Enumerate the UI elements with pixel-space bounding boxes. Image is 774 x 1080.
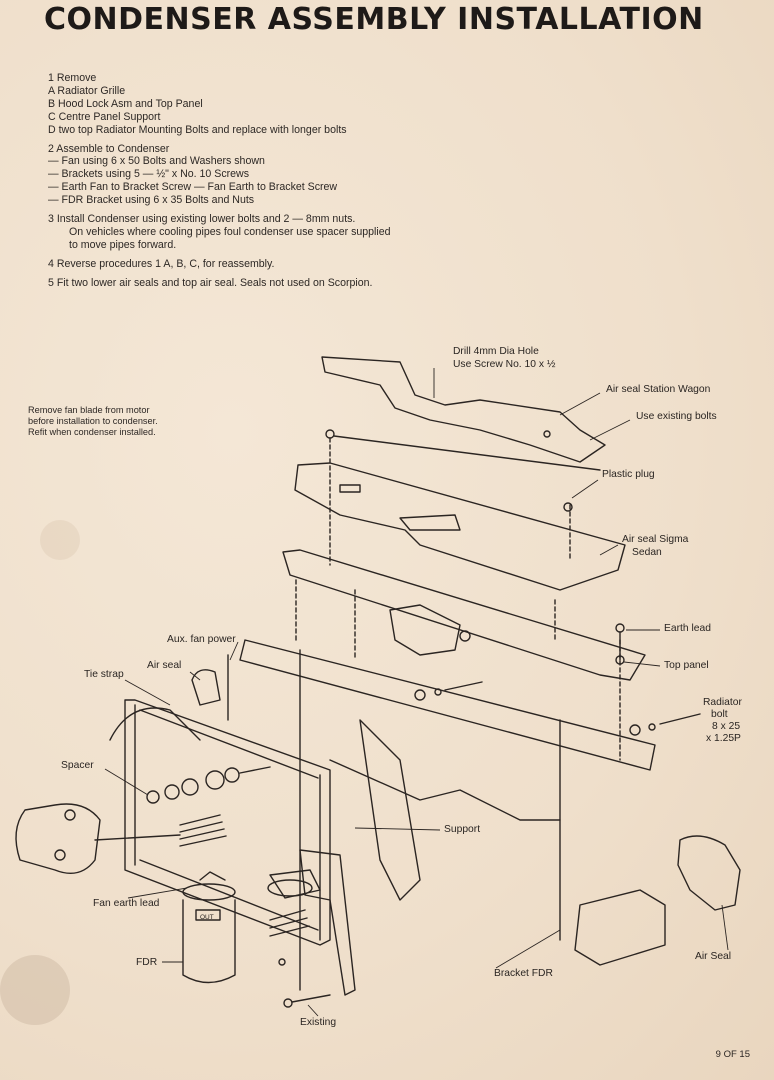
page-number: 9 OF 15: [715, 1049, 750, 1060]
bolt-hole: [543, 430, 551, 438]
instruction-line: — Brackets using 5 — ½" x No. 10 Screws: [48, 168, 249, 181]
fdr-cylinder: [182, 899, 236, 984]
instruction-line: — Earth Fan to Bracket Screw — Fan Earth…: [48, 181, 338, 194]
instruction-line: A Radiator Grille: [48, 84, 126, 97]
instruction-line: 4 Reverse procedures 1 A, B, C, for reas…: [48, 257, 275, 270]
instruction-line: B Hood Lock Asm and Top Panel: [48, 97, 203, 110]
label-aux-fan: Aux. fan power: [167, 634, 236, 645]
instruction-line: — FDR Bracket using 6 x 35 Bolts and Nut…: [48, 194, 255, 207]
hood-lock: [389, 604, 461, 656]
label-existing: Existing: [300, 1017, 337, 1028]
label-spacer: Spacer: [61, 760, 94, 771]
label-bolt: bolt: [711, 709, 728, 720]
air-seal-wagon-part: [321, 356, 606, 463]
instruction-line: On vehicles where cooling pipes foul con…: [69, 225, 391, 238]
label-tie-strap: Tie strap: [84, 669, 124, 680]
label-fan-earth-lead: Fan earth lead: [93, 898, 160, 909]
air-seal-sigma-part: [294, 462, 626, 591]
top-panel-part: [282, 549, 646, 681]
instruction-line: 2 Assemble to Condenser: [48, 142, 170, 155]
instruction-line: 3 Install Condenser using existing lower…: [48, 213, 356, 226]
label-top-panel: Top panel: [664, 660, 709, 671]
label-air-seal-sigma: Air seal Sigma: [622, 534, 689, 545]
label-drill: Drill 4mm Dia Hole: [453, 346, 539, 357]
label-radiator: Radiator: [703, 697, 742, 708]
paper-stain: [0, 955, 70, 1025]
instruction-line: — Fan using 6 x 50 Bolts and Washers sho…: [48, 155, 265, 168]
label-bolt-size1: 8 x 25: [712, 721, 741, 732]
instruction-line: to move pipes forward.: [69, 238, 177, 251]
instruction-line: C Centre Panel Support: [48, 110, 161, 123]
label-sedan: Sedan: [632, 547, 662, 558]
paper-stain: [40, 520, 80, 560]
label-air-seal-bottom: Air Seal: [695, 951, 732, 962]
fan-motor: [15, 803, 101, 874]
instruction-line: 5 Fit two lower air seals and top air se…: [48, 276, 373, 289]
note-line: Remove fan blade from motor: [28, 405, 150, 415]
lower-air-seal-2: [677, 835, 741, 911]
lower-air-seal-1: [574, 889, 666, 966]
label-earth-lead: Earth lead: [664, 623, 711, 634]
page-title: CONDENSER ASSEMBLY INSTALLATION: [44, 2, 704, 37]
label-support: Support: [444, 824, 481, 835]
label-bolt-size2: x 1.25P: [706, 733, 741, 744]
instruction-line: D two top Radiator Mounting Bolts and re…: [48, 123, 347, 136]
label-use-screw: Use Screw No. 10 x ½: [453, 359, 556, 370]
label-bracket-fdr: Bracket FDR: [494, 968, 553, 979]
fdr-out-label: OUT: [200, 914, 214, 921]
condenser: [124, 699, 331, 946]
label-plastic-plug: Plastic plug: [602, 469, 655, 480]
support-bracket: [359, 719, 421, 901]
label-fdr: FDR: [136, 957, 158, 968]
instruction-line: 1 Remove: [48, 72, 97, 84]
label-air-seal: Air seal: [147, 660, 182, 671]
note-line: before installation to condenser.: [28, 416, 158, 426]
note-line: Refit when condenser installed.: [28, 427, 156, 437]
label-air-seal-wagon: Air seal Station Wagon: [606, 384, 711, 395]
air-seal-small: [191, 669, 221, 706]
bracket-fdr: [299, 849, 356, 996]
label-use-existing: Use existing bolts: [636, 411, 717, 422]
